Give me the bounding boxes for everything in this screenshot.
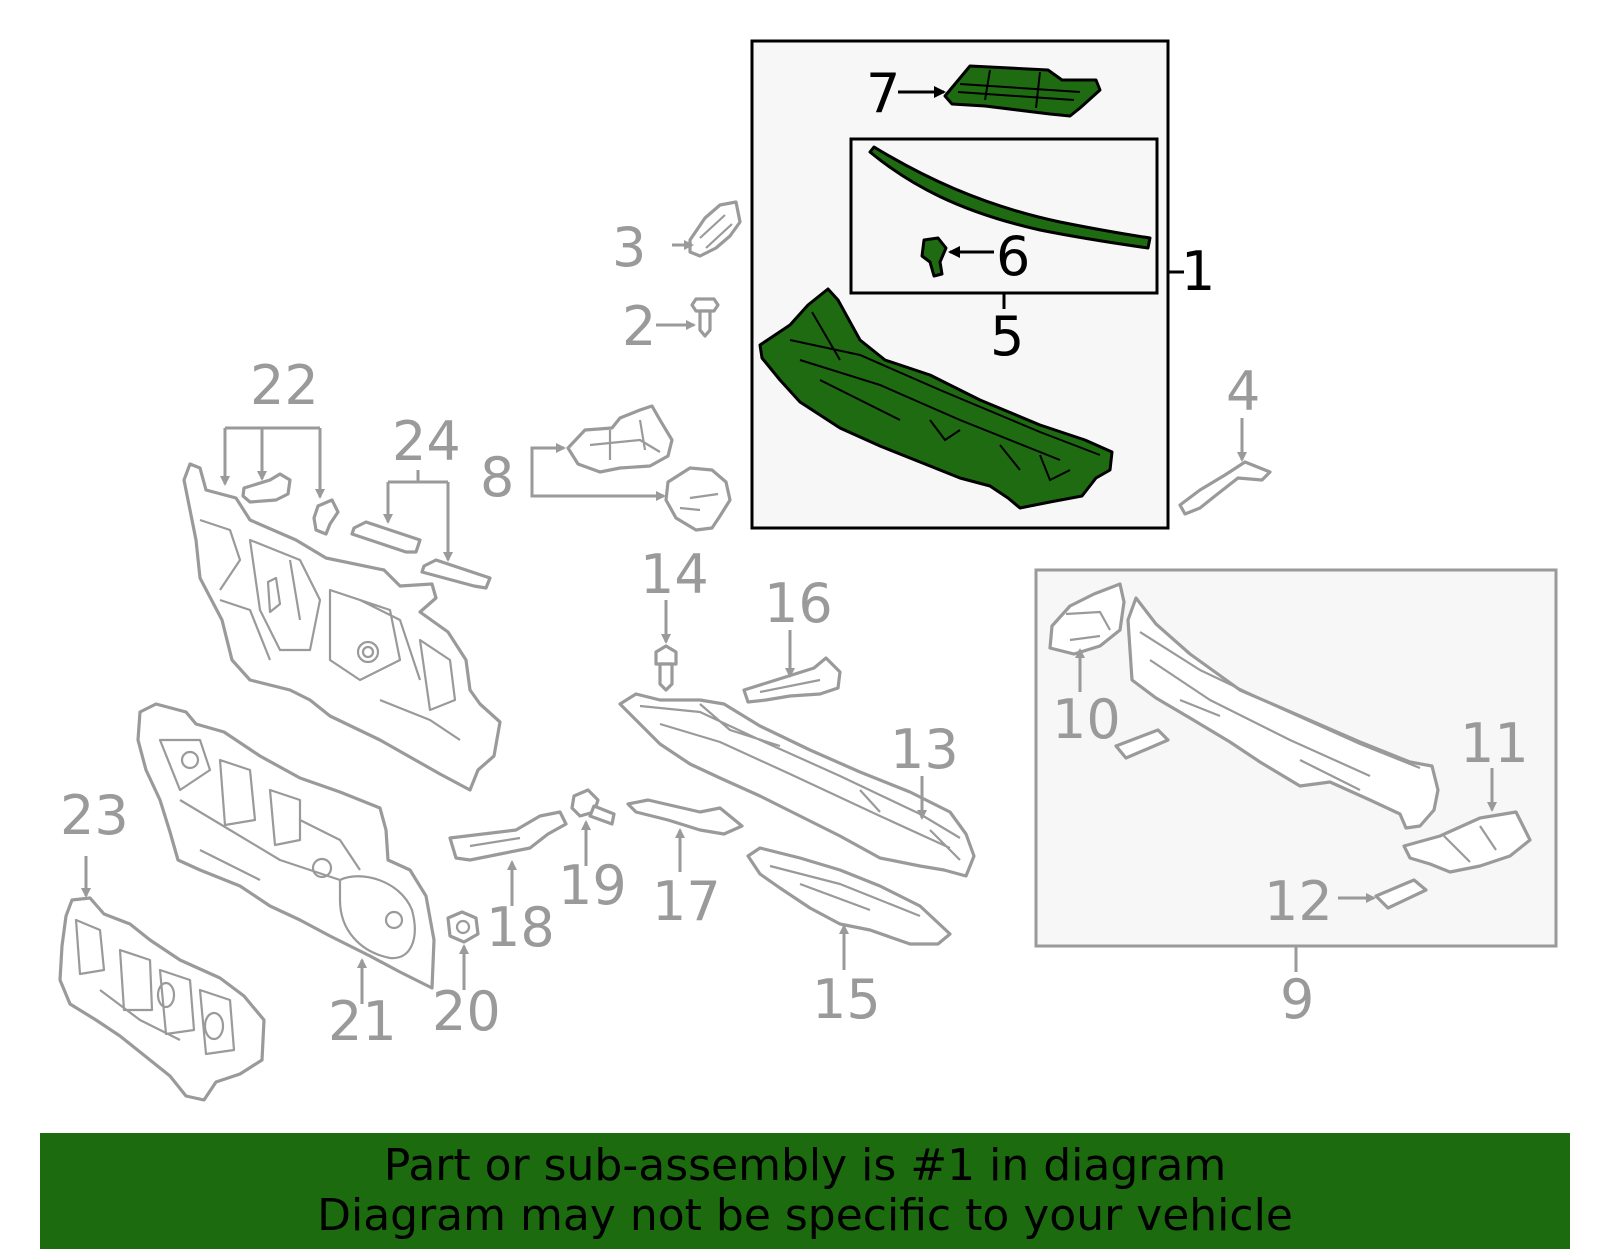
part-22-plug[interactable]: [241, 472, 292, 504]
part-23-insulator[interactable]: [58, 896, 266, 1102]
part-22-clip[interactable]: [312, 498, 340, 536]
part-11-bracket[interactable]: [1402, 810, 1532, 874]
part-20-nut[interactable]: [446, 910, 480, 944]
callout-22: 22: [250, 354, 319, 417]
part-16-bracket[interactable]: [742, 656, 842, 704]
callout-6: 6: [996, 225, 1030, 288]
banner-line-1: Part or sub-assembly is #1 in diagram: [383, 1140, 1227, 1191]
part-7-cowl-cover[interactable]: [943, 64, 1102, 118]
part-21-insulator[interactable]: [136, 702, 436, 990]
part-19-bolt[interactable]: [570, 788, 616, 826]
callout-23: 23: [60, 784, 129, 847]
part-13-reinforcement[interactable]: [618, 692, 976, 878]
part-6-clip[interactable]: [920, 236, 948, 278]
callout-4: 4: [1226, 360, 1260, 423]
callout-20: 20: [432, 980, 501, 1043]
part-24-pad-b[interactable]: [420, 558, 492, 590]
part-8-bracket-upper[interactable]: [566, 404, 674, 474]
callout-11: 11: [1460, 712, 1529, 775]
callout-2: 2: [622, 295, 656, 358]
part-10-bracket[interactable]: [1048, 582, 1126, 656]
part-14-bolt[interactable]: [654, 644, 678, 692]
part-dash-panel-upper[interactable]: [182, 462, 502, 792]
callout-17: 17: [652, 870, 721, 933]
part-4-bracket[interactable]: [1178, 460, 1272, 516]
part-3-bracket[interactable]: [688, 200, 742, 258]
part-17-bracket[interactable]: [626, 798, 744, 836]
callout-7: 7: [866, 62, 900, 125]
callout-16: 16: [764, 572, 833, 635]
callout-21: 21: [328, 990, 397, 1053]
callout-9: 9: [1280, 968, 1314, 1031]
callout-1: 1: [1181, 240, 1215, 303]
banner-line-2: Diagram may not be specific to your vehi…: [317, 1190, 1293, 1241]
callout-14: 14: [640, 543, 709, 606]
callout-12: 12: [1264, 870, 1333, 933]
part-18-bracket[interactable]: [448, 810, 568, 862]
info-banner: Part or sub-assembly is #1 in diagram Di…: [40, 1133, 1570, 1249]
callout-13: 13: [890, 718, 959, 781]
callout-3: 3: [612, 216, 646, 279]
part-8-bracket-lower[interactable]: [664, 466, 732, 532]
callout-18: 18: [486, 896, 555, 959]
part-24-pad-a[interactable]: [350, 520, 422, 554]
callout-8: 8: [480, 446, 514, 509]
part-5-seal[interactable]: [868, 145, 1152, 250]
callout-24: 24: [392, 410, 461, 473]
part-1-cowl-panel[interactable]: [758, 287, 1114, 510]
part-12-pad[interactable]: [1374, 878, 1428, 910]
callout-10: 10: [1052, 688, 1121, 751]
part-9-pad[interactable]: [1114, 728, 1170, 760]
part-9-cowl-panel[interactable]: [1126, 596, 1440, 830]
callout-5: 5: [990, 305, 1024, 368]
part-15-panel[interactable]: [746, 846, 952, 946]
callout-19: 19: [558, 854, 627, 917]
part-2-bolt[interactable]: [690, 297, 720, 338]
callout-15: 15: [812, 968, 881, 1031]
